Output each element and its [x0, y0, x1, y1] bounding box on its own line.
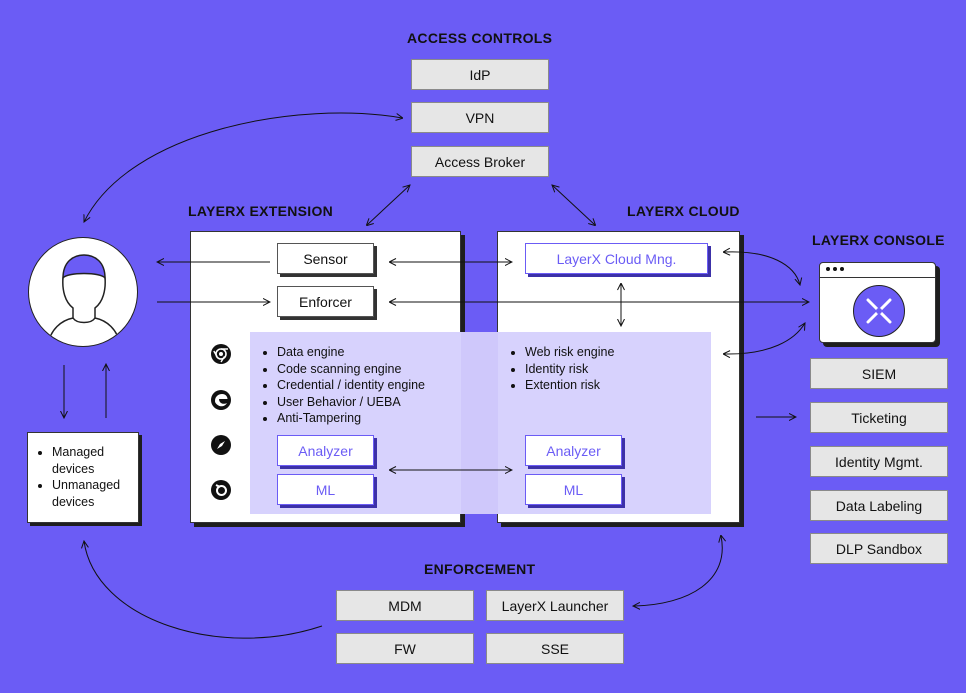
safari-icon [211, 435, 231, 455]
firefox-icon [211, 480, 231, 500]
engine-item: Data engine [277, 344, 463, 361]
layerx-logo-icon [853, 285, 905, 337]
engine-item: Anti-Tampering [277, 410, 463, 427]
console-heading: LAYERX CONSOLE [812, 232, 945, 248]
sensor-box: Sensor [277, 243, 374, 274]
devices-box: Managed devices Unmanaged devices [27, 432, 139, 523]
cloud-analyzer-box: Analyzer [525, 435, 622, 466]
engine-item: Credential / identity engine [277, 377, 463, 394]
ticketing-box: Ticketing [810, 402, 948, 433]
console-window [819, 262, 936, 343]
engine-item: Code scanning engine [277, 361, 463, 378]
mdm-box: MDM [336, 590, 474, 621]
user-avatar [28, 237, 138, 347]
identity-mgmt-box: Identity Mgmt. [810, 446, 948, 477]
engine-item: User Behavior / UEBA [277, 394, 463, 411]
dlp-sandbox-box: DLP Sandbox [810, 533, 948, 564]
enforcement-heading: ENFORCEMENT [424, 561, 536, 577]
access-broker-box: Access Broker [411, 146, 549, 177]
cloud-mng-box: LayerX Cloud Mng. [525, 243, 708, 274]
risk-item: Extention risk [525, 377, 701, 394]
cloud-ml-box: ML [525, 474, 622, 505]
edge-icon [211, 390, 231, 410]
sse-box: SSE [486, 633, 624, 664]
extension-engines-list: Data engine Code scanning engine Credent… [263, 344, 463, 427]
managed-devices-item: Managed devices [52, 444, 132, 477]
data-labeling-box: Data Labeling [810, 490, 948, 521]
chrome-icon [211, 344, 231, 364]
risk-item: Web risk engine [525, 344, 701, 361]
cloud-risk-list: Web risk engine Identity risk Extention … [511, 344, 701, 394]
fw-box: FW [336, 633, 474, 664]
unmanaged-devices-item: Unmanaged devices [52, 477, 132, 510]
cloud-heading: LAYERX CLOUD [627, 203, 740, 219]
layerx-launcher-box: LayerX Launcher [486, 590, 624, 621]
risk-item: Identity risk [525, 361, 701, 378]
siem-box: SIEM [810, 358, 948, 389]
extension-analyzer-box: Analyzer [277, 435, 374, 466]
enforcer-box: Enforcer [277, 286, 374, 317]
idp-box: IdP [411, 59, 549, 90]
access-controls-heading: ACCESS CONTROLS [407, 30, 553, 46]
vpn-box: VPN [411, 102, 549, 133]
extension-ml-box: ML [277, 474, 374, 505]
person-icon [46, 254, 122, 346]
